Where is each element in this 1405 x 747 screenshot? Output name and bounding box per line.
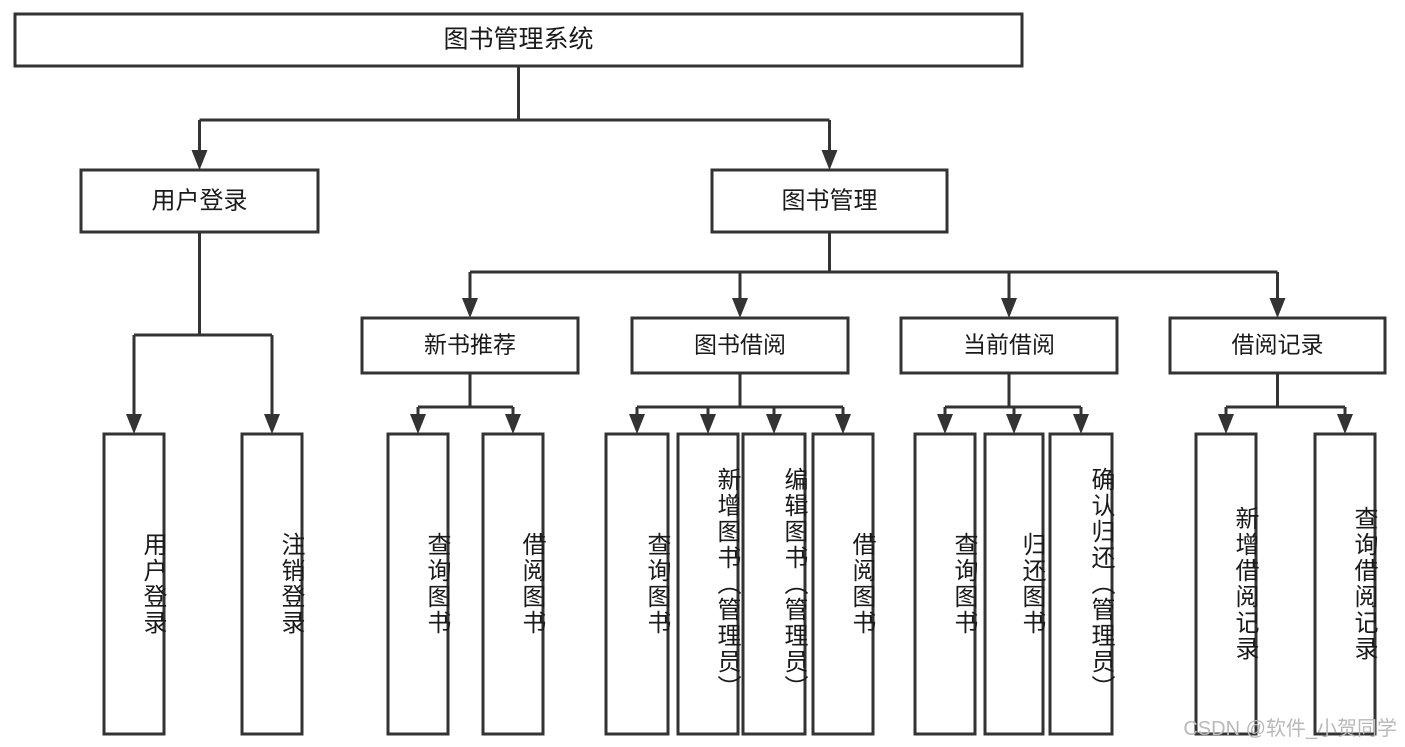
node-root-label: 图书管理系统 xyxy=(443,26,593,54)
node-leaf-query-book-borrow[interactable] xyxy=(604,432,670,736)
arrow-leaf-add-book-head xyxy=(700,414,716,434)
arrow-current-borrow-head xyxy=(1001,298,1017,318)
node-root[interactable] xyxy=(13,12,1024,68)
node-current-borrow-label: 当前借阅 xyxy=(963,332,1055,358)
arrow-leaf-confirm-return-head xyxy=(1073,414,1089,434)
arrow-leaf-query-record-head xyxy=(1337,414,1353,434)
node-book-borrow[interactable] xyxy=(630,316,850,375)
arrow-leaf-logout-head xyxy=(264,414,280,434)
node-leaf-user-login[interactable] xyxy=(102,432,166,736)
arrow-book-borrow-head xyxy=(732,298,748,318)
arrow-user-login-head xyxy=(191,150,208,170)
node-leaf-add-book[interactable] xyxy=(676,432,740,736)
node-leaf-return-book[interactable] xyxy=(983,432,1045,736)
node-borrow-record-label: 借阅记录 xyxy=(1232,332,1324,358)
arrow-leaf-edit-book-head xyxy=(766,414,782,434)
arrow-leaf-query-book-rec-head xyxy=(410,414,426,434)
node-leaf-edit-book[interactable] xyxy=(741,432,807,736)
node-leaf-query-book-rec[interactable] xyxy=(386,432,450,736)
arrow-leaf-return-book-head xyxy=(1006,414,1022,434)
arrow-book-management-head xyxy=(821,150,838,170)
arrow-leaf-borrow-book-head xyxy=(835,414,851,434)
node-book-management[interactable] xyxy=(710,168,949,234)
arrow-leaf-query-book-borrow-head xyxy=(629,414,645,434)
arrow-leaf-query-book-cur-head xyxy=(937,414,953,434)
node-book-borrow-label: 图书借阅 xyxy=(694,332,786,358)
node-leaf-confirm-return[interactable] xyxy=(1048,432,1114,736)
node-user-login[interactable] xyxy=(79,168,320,234)
node-leaf-query-book-cur[interactable] xyxy=(913,432,977,736)
node-user-login-label: 用户登录 xyxy=(152,187,248,214)
node-new-book-recommend[interactable] xyxy=(360,316,580,375)
arrow-leaf-borrow-book-rec-head xyxy=(505,414,521,434)
node-leaf-logout[interactable] xyxy=(240,432,304,736)
arrow-new-book-recommend-head xyxy=(462,298,478,318)
node-current-borrow[interactable] xyxy=(899,316,1119,375)
node-new-book-recommend-label: 新书推荐 xyxy=(424,332,516,358)
node-leaf-borrow-book[interactable] xyxy=(811,432,875,736)
connector-layer xyxy=(126,66,1353,434)
node-borrow-record[interactable] xyxy=(1168,316,1387,375)
node-leaf-query-record[interactable] xyxy=(1313,432,1377,736)
node-book-management-label: 图书管理 xyxy=(782,187,878,214)
arrow-leaf-add-record-head xyxy=(1218,414,1234,434)
node-leaf-borrow-book-rec[interactable] xyxy=(481,432,545,736)
arrow-leaf-user-login-head xyxy=(126,414,142,434)
watermark-text: CSDN @软件_小贺同学 xyxy=(1183,718,1397,740)
node-leaf-add-record[interactable] xyxy=(1194,432,1258,736)
arrow-borrow-record-head xyxy=(1269,298,1286,318)
